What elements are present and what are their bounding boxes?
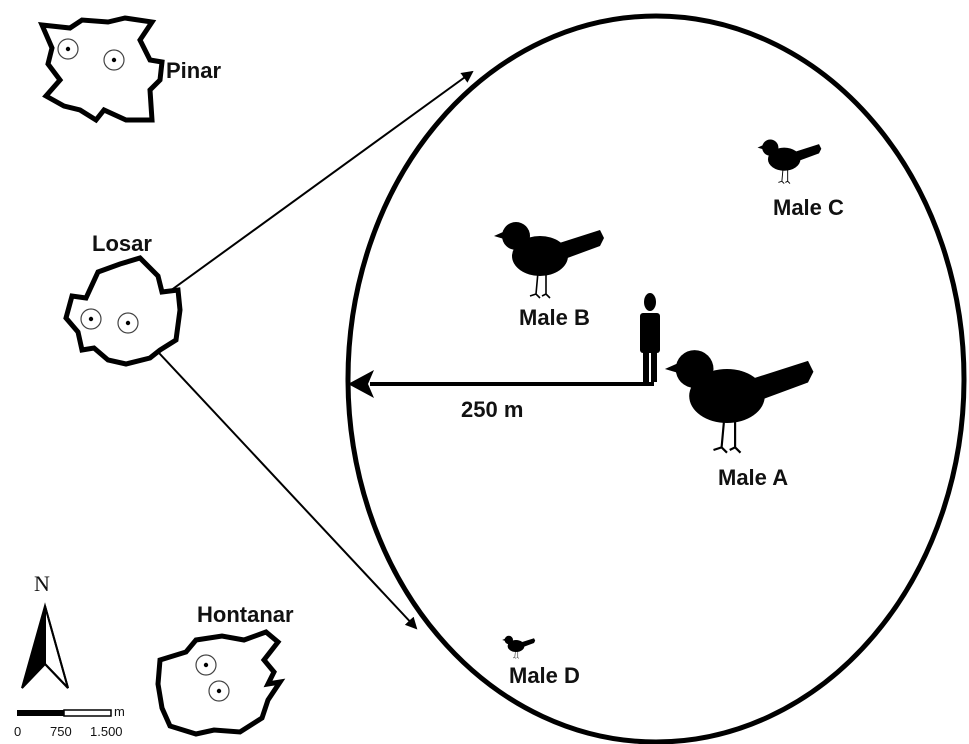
- male-d-bird-icon: [501, 635, 536, 659]
- pinar-label: Pinar: [166, 58, 221, 83]
- male-a-bird-icon: [663, 349, 815, 454]
- male-c-label: Male C: [773, 195, 844, 220]
- male-c-bird-icon: [757, 139, 822, 185]
- pinar-nest-1: [57, 38, 79, 60]
- losar-label: Losar: [92, 231, 152, 256]
- losar-nest-2: [117, 312, 139, 334]
- radius-arrowhead: [348, 370, 374, 398]
- male-b-bird-icon: [493, 221, 605, 299]
- pinar-nest-2: [103, 49, 125, 71]
- observer-person-icon: [640, 293, 660, 382]
- scale-unit: m: [114, 704, 125, 719]
- male-b-label: Male B: [519, 305, 590, 330]
- hontanar-label: Hontanar: [197, 602, 294, 627]
- scale-tick-750: 750: [50, 724, 72, 739]
- hontanar-site: Hontanar: [155, 602, 294, 737]
- male-a-label: Male A: [718, 465, 788, 490]
- pinar-outline: [37, 15, 165, 124]
- radius-arrow: [370, 382, 654, 386]
- hontanar-nest-1: [195, 654, 217, 676]
- hontanar-outline: [155, 629, 286, 737]
- north-label: N: [34, 571, 50, 596]
- zoom-line-upper: [129, 70, 474, 321]
- scale-tick-1500: 1.500: [90, 724, 123, 739]
- north-arrow-icon: N: [21, 571, 69, 689]
- male-d-label: Male D: [509, 663, 580, 688]
- zoom-area-ellipse: [345, 13, 967, 744]
- losar-nest-1: [80, 308, 102, 330]
- distance-label: 250 m: [461, 397, 523, 422]
- hontanar-nest-2: [208, 680, 230, 702]
- pinar-site: Pinar: [37, 15, 221, 124]
- losar-site: Losar: [63, 231, 183, 367]
- losar-outline: [63, 255, 183, 367]
- scale-tick-0: 0: [14, 724, 21, 739]
- zoom-line-lower: [144, 337, 418, 630]
- scale-bar: m 0 750 1.500: [14, 704, 125, 739]
